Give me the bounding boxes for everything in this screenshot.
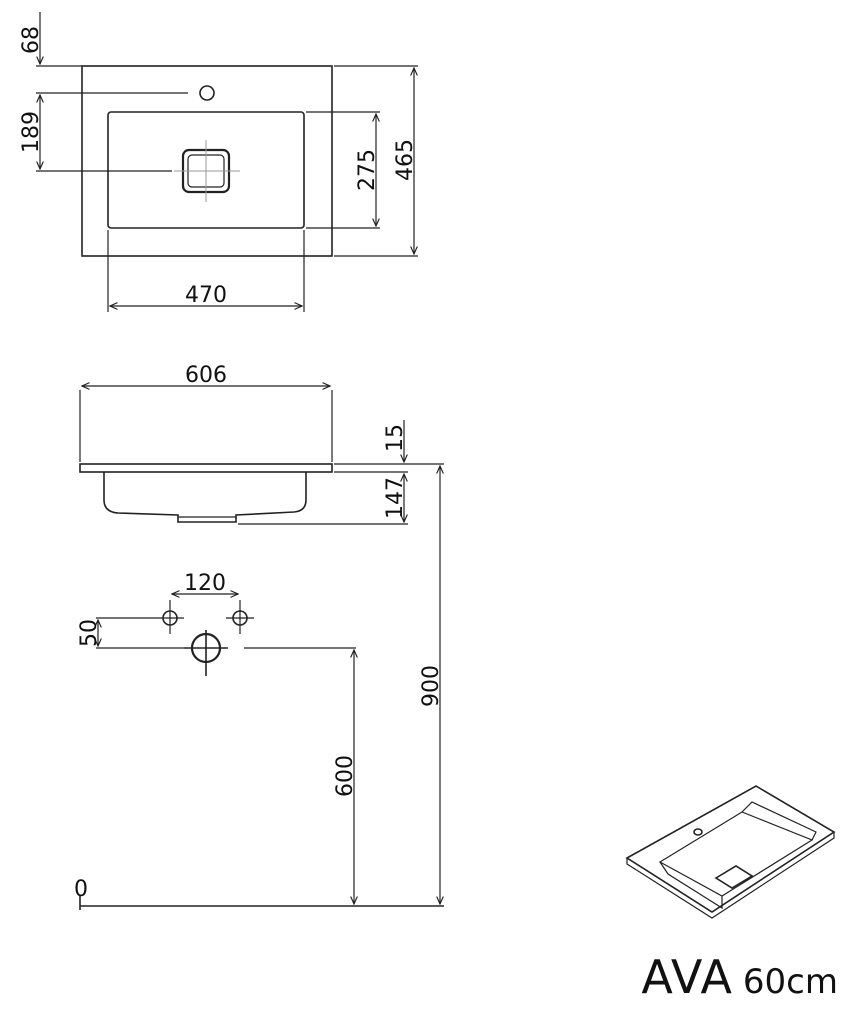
dim-label-189: 189	[19, 111, 44, 153]
dim-label-147: 147	[383, 477, 408, 519]
dim-label-15: 15	[383, 424, 408, 452]
tap-right	[226, 600, 254, 634]
bowl-profile	[103, 472, 307, 523]
rim-profile	[79, 463, 333, 473]
dim-label-275: 275	[355, 149, 380, 191]
dim-label-470: 470	[185, 283, 227, 308]
side-view: 606 15 147	[79, 363, 444, 525]
dim-label-68: 68	[19, 26, 44, 54]
waste-outlet	[184, 630, 228, 676]
installation-view: 120 50 600 900 0	[74, 466, 444, 910]
floor-level-label: 0	[74, 877, 88, 902]
top-view: 68 189 275 465 470	[19, 12, 418, 312]
dim-label-50: 50	[77, 619, 102, 647]
dim-label-465: 465	[393, 139, 418, 181]
bowl-outline-top	[107, 111, 305, 229]
tap-hole	[199, 85, 215, 101]
perspective-drain	[714, 865, 754, 889]
dim-label-600: 600	[333, 755, 358, 797]
dim-label-606: 606	[185, 363, 227, 388]
basin-perspective-illustration	[625, 785, 836, 919]
tap-left	[156, 600, 184, 634]
dim-label-120: 120	[184, 571, 226, 596]
product-name: AVA	[641, 950, 733, 1004]
basin-outline-top	[81, 65, 333, 257]
dim-label-900: 900	[419, 665, 444, 707]
product-size: 60cm	[742, 962, 838, 1002]
